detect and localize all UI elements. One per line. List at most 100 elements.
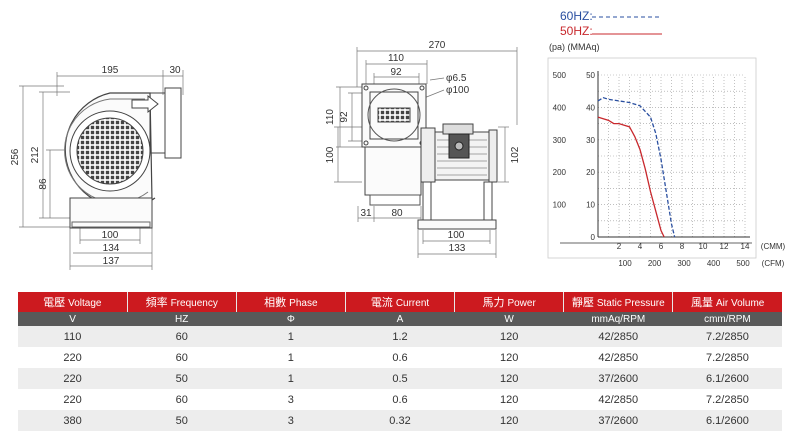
dim-31: 31 bbox=[360, 208, 372, 219]
dim-195: 195 bbox=[102, 65, 119, 76]
series-line bbox=[597, 96, 676, 238]
table-cell: 6.1/2600 bbox=[672, 368, 782, 389]
table-cell: 7.2/2850 bbox=[672, 326, 782, 347]
table-cell: 0.6 bbox=[345, 389, 455, 410]
front-view-dimension-lines bbox=[19, 70, 184, 270]
unit-cell: HZ bbox=[127, 312, 237, 326]
table-cell: 0.5 bbox=[345, 368, 455, 389]
table-cell: 3 bbox=[236, 410, 346, 431]
dim-134: 134 bbox=[103, 243, 120, 254]
y-mmaq-tick-label: 40 bbox=[586, 103, 595, 112]
dim-256: 256 bbox=[10, 148, 21, 165]
y-mmaq-tick-label: 0 bbox=[591, 233, 596, 242]
table-cell: 3 bbox=[236, 389, 346, 410]
table-cell: 120 bbox=[454, 410, 564, 431]
x-cmm-tick-label: 2 bbox=[617, 242, 622, 251]
dim-dia-100: φ100 bbox=[446, 85, 470, 96]
unit-cell: W bbox=[454, 312, 564, 326]
dim-100-left: 100 bbox=[325, 146, 336, 163]
dim-270: 270 bbox=[429, 40, 446, 51]
x-cmm-tick-label: 14 bbox=[741, 242, 750, 251]
front-view-dimension-labels: 195 30 256 212 86 100 134 137 bbox=[10, 65, 181, 267]
series-line bbox=[597, 116, 665, 238]
table-cell: 60 bbox=[127, 326, 237, 347]
drawings-area: 195 30 256 212 86 100 134 137 bbox=[10, 9, 786, 270]
table-cell: 50 bbox=[127, 368, 237, 389]
table-cell: 7.2/2850 bbox=[672, 347, 782, 368]
x-cmm-tick-label: 6 bbox=[659, 242, 664, 251]
chart-grid bbox=[598, 74, 746, 237]
table-cell: 37/2600 bbox=[563, 410, 673, 431]
dim-110-left: 110 bbox=[325, 109, 336, 125]
legend-60hz-label: 60HZ: bbox=[560, 9, 593, 23]
dim-110-top: 110 bbox=[388, 53, 404, 64]
y-pa-tick-label: 400 bbox=[553, 103, 567, 112]
dim-92-top: 92 bbox=[390, 67, 402, 78]
table-cell: 1 bbox=[236, 347, 346, 368]
table-cell: 0.32 bbox=[345, 410, 455, 431]
table-cell: 7.2/2850 bbox=[672, 389, 782, 410]
side-view-drawing bbox=[334, 47, 518, 258]
x-cfm-tick-label: 500 bbox=[736, 259, 750, 268]
table-cell: 220 bbox=[18, 368, 128, 389]
x-cmm-tick-label: 8 bbox=[680, 242, 685, 251]
unit-cell: cmm/RPM bbox=[672, 312, 782, 326]
y-mmaq-tick-label: 50 bbox=[586, 71, 595, 80]
table-cell: 220 bbox=[18, 347, 128, 368]
unit-cell: Φ bbox=[236, 312, 346, 326]
y-pa-tick-label: 100 bbox=[553, 201, 567, 210]
x-cmm-tick-label: 10 bbox=[699, 242, 708, 251]
table-cell: 50 bbox=[127, 410, 237, 431]
table-cell: 42/2850 bbox=[563, 347, 673, 368]
side-view-dimension-lines bbox=[334, 47, 518, 258]
unit-cell: mmAq/RPM bbox=[563, 312, 673, 326]
x-cfm-tick-label: 300 bbox=[677, 259, 691, 268]
dim-92-left: 92 bbox=[339, 111, 350, 123]
dim-86: 86 bbox=[38, 178, 49, 190]
chart-frame bbox=[547, 57, 757, 259]
dim-102: 102 bbox=[510, 146, 521, 163]
unit-cell: A bbox=[345, 312, 455, 326]
x-cmm-tick-label: 12 bbox=[720, 242, 729, 251]
x-cfm-tick-label: 200 bbox=[648, 259, 662, 268]
performance-chart: 60HZ: 50HZ: (pa) (MMAq) 5004003002001005… bbox=[547, 9, 786, 268]
table-cell: 42/2850 bbox=[563, 326, 673, 347]
table-cell: 60 bbox=[127, 347, 237, 368]
table-cell: 1 bbox=[236, 326, 346, 347]
front-view-drawing bbox=[19, 70, 184, 270]
y-mmaq-tick-label: 10 bbox=[586, 201, 595, 210]
chart-series bbox=[597, 96, 676, 238]
table-cell: 120 bbox=[454, 389, 564, 410]
unit-cell: V bbox=[18, 312, 128, 326]
dim-137: 137 bbox=[103, 256, 120, 267]
table-cell: 37/2600 bbox=[563, 368, 673, 389]
y-pa-tick-label: 300 bbox=[553, 136, 567, 145]
legend-50hz-label: 50HZ: bbox=[560, 24, 593, 38]
dim-30: 30 bbox=[169, 65, 181, 76]
x-cfm-tick-label: 400 bbox=[707, 259, 721, 268]
table-cell: 0.6 bbox=[345, 347, 455, 368]
table-cell: 380 bbox=[18, 410, 128, 431]
dim-133: 133 bbox=[449, 243, 466, 254]
y-pa-tick-label: 200 bbox=[553, 168, 567, 177]
table-cell: 60 bbox=[127, 389, 237, 410]
x-cmm-tick-label: 4 bbox=[638, 242, 643, 251]
chart-units-label: (pa) (MMAq) bbox=[549, 42, 600, 52]
dim-hole-6-5: φ6.5 bbox=[446, 73, 467, 84]
table-cell: 110 bbox=[18, 326, 128, 347]
x-cfm-unit-label: (CFM) bbox=[762, 259, 785, 268]
table-cell: 120 bbox=[454, 368, 564, 389]
table-cell: 6.1/2600 bbox=[672, 410, 782, 431]
x-cfm-tick-label: 100 bbox=[618, 259, 632, 268]
